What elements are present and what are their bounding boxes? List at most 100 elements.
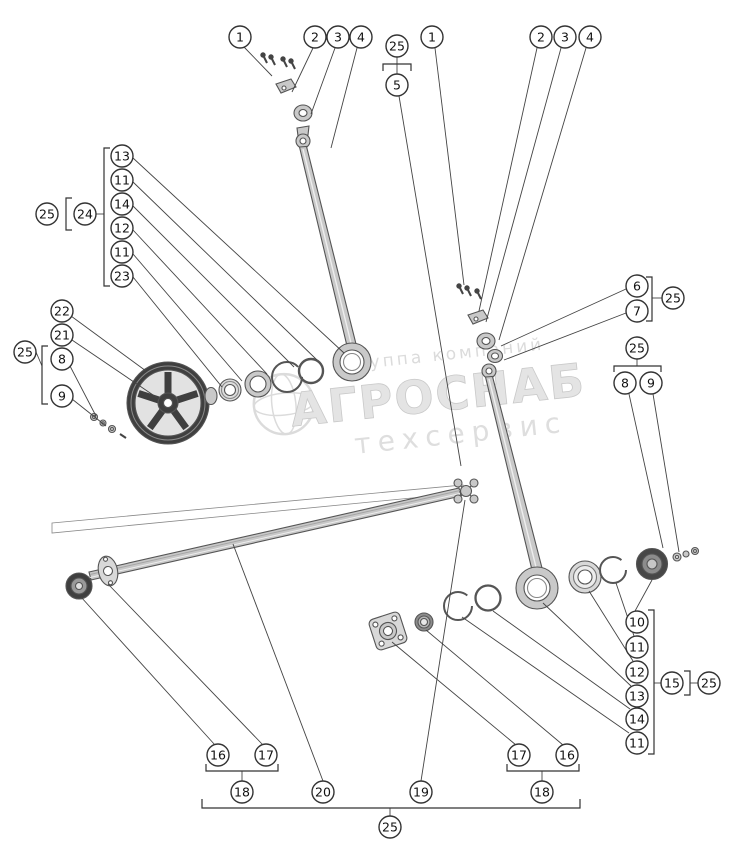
callout-number: 1 <box>236 30 244 45</box>
callout-balloon-15: 15 <box>660 671 684 695</box>
callout-balloon-14: 14 <box>625 707 649 731</box>
callout-circle <box>530 780 554 804</box>
collar-set-right <box>476 332 504 364</box>
leader-line <box>132 229 268 375</box>
callout-circle <box>639 371 663 395</box>
callout-circle <box>385 34 409 58</box>
callout-number: 16 <box>210 748 226 763</box>
callout-balloon-25: 25 <box>378 815 402 839</box>
leader-line <box>132 205 295 368</box>
callout-circle <box>110 168 134 192</box>
callout-balloon-25: 25 <box>697 671 721 695</box>
callout-number: 4 <box>357 30 365 45</box>
callout-number: 5 <box>393 78 401 93</box>
leader-line <box>500 288 627 347</box>
callout-circle <box>625 610 649 634</box>
callout-balloon-2: 2 <box>303 25 327 49</box>
callout-circle <box>254 743 278 767</box>
callout-circle <box>50 347 74 371</box>
callout-group-bracket <box>648 609 655 755</box>
callout-circle <box>385 73 409 97</box>
callout-circle <box>110 216 134 240</box>
callout-balloon-20: 20 <box>311 780 335 804</box>
callout-number: 12 <box>114 221 130 236</box>
callout-number: 16 <box>559 748 575 763</box>
callout-balloon-13: 13 <box>110 144 134 168</box>
callout-circle <box>625 299 649 323</box>
connecting-rod-left <box>295 125 372 382</box>
leader-line <box>652 393 680 553</box>
callout-circle <box>625 274 649 298</box>
callout-balloon-1: 1 <box>228 25 252 49</box>
leader-line <box>398 95 462 467</box>
callout-balloon-3: 3 <box>553 25 577 49</box>
callout-balloon-8: 8 <box>613 371 637 395</box>
leader-line <box>71 339 160 400</box>
callout-number: 11 <box>629 736 645 751</box>
watermark-globe-icon <box>252 372 316 436</box>
callout-circle <box>625 684 649 708</box>
callout-balloon-11: 11 <box>625 731 649 755</box>
connecting-rod-right <box>481 363 559 610</box>
callout-balloon-16: 16 <box>206 743 230 767</box>
callout-group-bracket <box>506 764 580 772</box>
leader-line <box>634 579 653 612</box>
callout-group-bracket <box>41 345 48 405</box>
callout-balloon-11: 11 <box>110 168 134 192</box>
watermark: группа компаний АГРОСНАБ техсервис <box>252 335 589 461</box>
callout-circle <box>311 780 335 804</box>
snap-ring-right <box>599 556 627 584</box>
callout-balloon-10: 10 <box>625 610 649 634</box>
callout-circle <box>349 25 373 49</box>
ring-set-bottom <box>443 584 502 621</box>
callout-balloon-25: 25 <box>35 202 59 226</box>
callout-circle <box>625 660 649 684</box>
callout-circle <box>110 264 134 288</box>
callout-balloon-18: 18 <box>230 780 254 804</box>
leader-line <box>330 47 358 149</box>
callout-balloon-16: 16 <box>555 743 579 767</box>
leader-line <box>132 181 318 361</box>
callout-number: 3 <box>561 30 569 45</box>
callout-balloon-11: 11 <box>110 240 134 264</box>
callout-circle <box>303 25 327 49</box>
callout-circle <box>625 707 649 731</box>
leader-line <box>391 641 517 746</box>
callout-number: 11 <box>114 245 130 260</box>
leader-line <box>485 47 562 323</box>
callout-balloon-24: 24 <box>73 202 97 226</box>
leader-line <box>310 47 336 115</box>
washer-nut-bottom <box>414 612 434 632</box>
callout-circle <box>230 780 254 804</box>
callout-number: 23 <box>114 269 130 284</box>
callout-balloon-6: 6 <box>625 274 649 298</box>
leader-line <box>291 47 314 93</box>
leader-line <box>35 351 43 367</box>
callout-number: 25 <box>389 39 405 54</box>
bearing-right <box>568 560 602 594</box>
callout-number: 2 <box>537 30 545 45</box>
fastener-set-right <box>672 546 700 562</box>
callout-group-bracket <box>103 147 110 287</box>
leader-line <box>132 253 243 382</box>
callout-circle <box>409 780 433 804</box>
callout-circle <box>507 743 531 767</box>
leader-line <box>542 602 632 687</box>
callout-group-bracket <box>205 764 279 772</box>
callout-balloon-3: 3 <box>326 25 350 49</box>
callout-group-bracket <box>201 799 581 809</box>
callout-circle <box>110 192 134 216</box>
callout-balloon-25: 25 <box>13 340 37 364</box>
callout-number: 25 <box>39 207 55 222</box>
callout-circle <box>613 371 637 395</box>
callout-number: 11 <box>629 640 645 655</box>
callout-balloon-23: 23 <box>110 264 134 288</box>
leader-line <box>420 499 466 782</box>
callout-circle <box>529 25 553 49</box>
callout-balloon-25: 25 <box>625 336 649 360</box>
clamp-plate-left <box>275 78 297 94</box>
callout-circle <box>13 340 37 364</box>
callout-number: 3 <box>334 30 342 45</box>
bushing-left <box>293 104 313 122</box>
leader-line <box>69 365 97 417</box>
